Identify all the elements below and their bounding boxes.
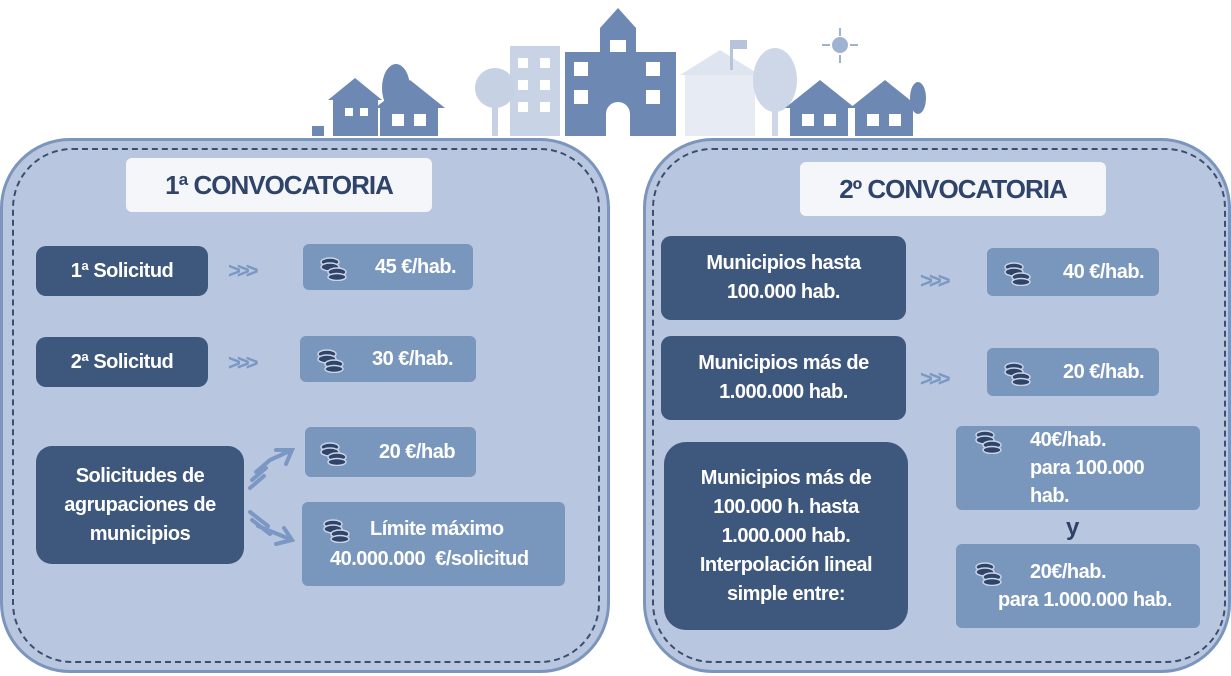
value-box-5: 20 €/hab. — [987, 348, 1159, 396]
value-text-4: 40 €/hab. — [1063, 260, 1145, 283]
sun-icon — [822, 28, 858, 63]
coins-icon-7 — [975, 430, 1002, 454]
limit-line-2: 40.000.000 €/solicitud — [330, 548, 529, 570]
value-text-3: 20 €/hab — [379, 440, 456, 463]
interp-value-b: 20€/hab. para 1.000.000 hab. — [956, 544, 1200, 628]
coins-icon-4 — [323, 519, 350, 543]
house-icon — [312, 78, 382, 136]
value-text-2: 30 €/hab. — [372, 347, 454, 370]
label-line: 1.000.000 hab. — [721, 524, 851, 547]
solicitud-1-label: 1ª Solicitud — [36, 246, 208, 296]
limit-box: Límite máximo 40.000.000 €/solicitud — [302, 502, 565, 586]
split-arrows-icon — [248, 448, 296, 546]
interp-value-a: 40€/hab. para 100.000 hab. — [956, 426, 1200, 510]
arrow-icon-3: >>> — [920, 268, 950, 293]
label-line: Interpolación lineal — [699, 553, 873, 576]
house-icon-4 — [850, 80, 920, 136]
tree-icon-2 — [910, 82, 926, 114]
label-line: simple entre: — [727, 582, 845, 605]
solicitud-2-label: 2ª Solicitud — [36, 337, 208, 387]
interp-b-line-1: 20€/hab. — [1030, 561, 1107, 583]
tree-icon — [382, 64, 410, 112]
coins-icon-2 — [317, 349, 344, 373]
interp-a-line-1: 40€/hab. — [1030, 429, 1107, 451]
panel-title-2: 2º CONVOCATORIA — [800, 162, 1106, 216]
coins-icon-6 — [1004, 362, 1031, 386]
value-text-5: 20 €/hab. — [1063, 360, 1145, 383]
coins-icon-5 — [1004, 262, 1031, 286]
interp-b-line-2: para 1.000.000 hab. — [998, 589, 1172, 611]
mas-1m-label: Municipios más de 1.000.000 hab. — [661, 336, 906, 420]
limit-line-1: Límite máximo — [370, 518, 504, 540]
label-line: Municipios más de — [698, 352, 869, 374]
panel-title-1: 1ª CONVOCATORIA — [126, 158, 432, 212]
faded-school-icon — [685, 75, 755, 136]
arrow-icon-2: >>> — [228, 350, 258, 375]
value-box-3: 20 €/hab — [305, 427, 476, 477]
value-box-2: 30 €/hab. — [300, 336, 476, 382]
value-text: 45 €/hab. — [375, 255, 457, 278]
faded-building-icon — [510, 46, 560, 136]
interp-a-line-2: para 100.000 hab. — [1030, 457, 1145, 507]
label-line: 100.000 hab. — [727, 281, 840, 303]
label-line: Municipios hasta — [706, 252, 861, 274]
arrow-icon-4: >>> — [920, 366, 950, 391]
coins-icon-3 — [320, 442, 347, 466]
right-panel-border — [652, 148, 1226, 663]
interpolacion-label: Municipios más de 100.000 h. hasta 1.000… — [664, 442, 908, 630]
faded-tree-icon-2 — [753, 48, 797, 112]
left-panel-border — [12, 148, 600, 663]
coins-icon-8 — [975, 562, 1002, 586]
arrow-icon: >>> — [228, 258, 258, 283]
house-icon-3 — [785, 80, 855, 136]
value-box-4: 40 €/hab. — [987, 248, 1159, 296]
hasta-100k-label: Municipios hasta 100.000 hab. — [661, 236, 906, 320]
value-box: 45 €/hab. — [303, 244, 473, 290]
town-skyline-illustration — [312, 8, 926, 136]
agrupaciones-label: Solicitudes de agrupaciones de municipio… — [36, 446, 244, 564]
town-hall-icon — [565, 8, 676, 136]
label-line: Municipios más de — [700, 466, 872, 489]
faded-tree-icon — [475, 68, 515, 108]
coins-icon — [320, 257, 347, 281]
connector-y: y — [1066, 514, 1080, 541]
label-line: 1.000.000 hab. — [719, 381, 848, 403]
label-line: 100.000 h. hasta — [713, 495, 859, 518]
